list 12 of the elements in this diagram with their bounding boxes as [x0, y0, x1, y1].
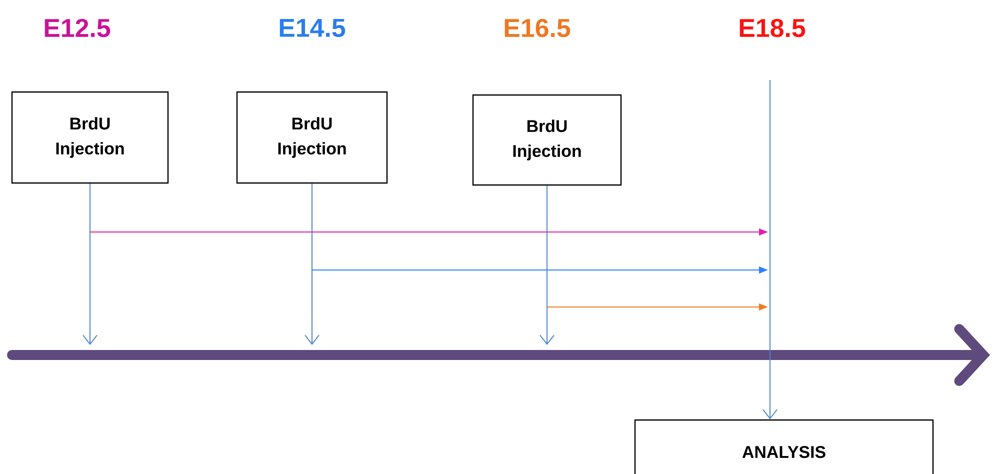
stage-label: E16.5 [504, 18, 570, 38]
stage-label: E12.5 [44, 18, 110, 38]
stage-label: E18.5 [740, 18, 806, 38]
stage-label: E14.5 [280, 18, 346, 38]
arrow [82, 183, 98, 345]
step-box: BrdU Injection [11, 91, 169, 184]
step-box: ANALYSIS [634, 419, 934, 474]
step-box: BrdU Injection [472, 94, 622, 186]
arrow [540, 185, 554, 345]
arrow [304, 183, 320, 345]
arrow [762, 80, 778, 420]
step-box: BrdU Injection [236, 91, 388, 184]
